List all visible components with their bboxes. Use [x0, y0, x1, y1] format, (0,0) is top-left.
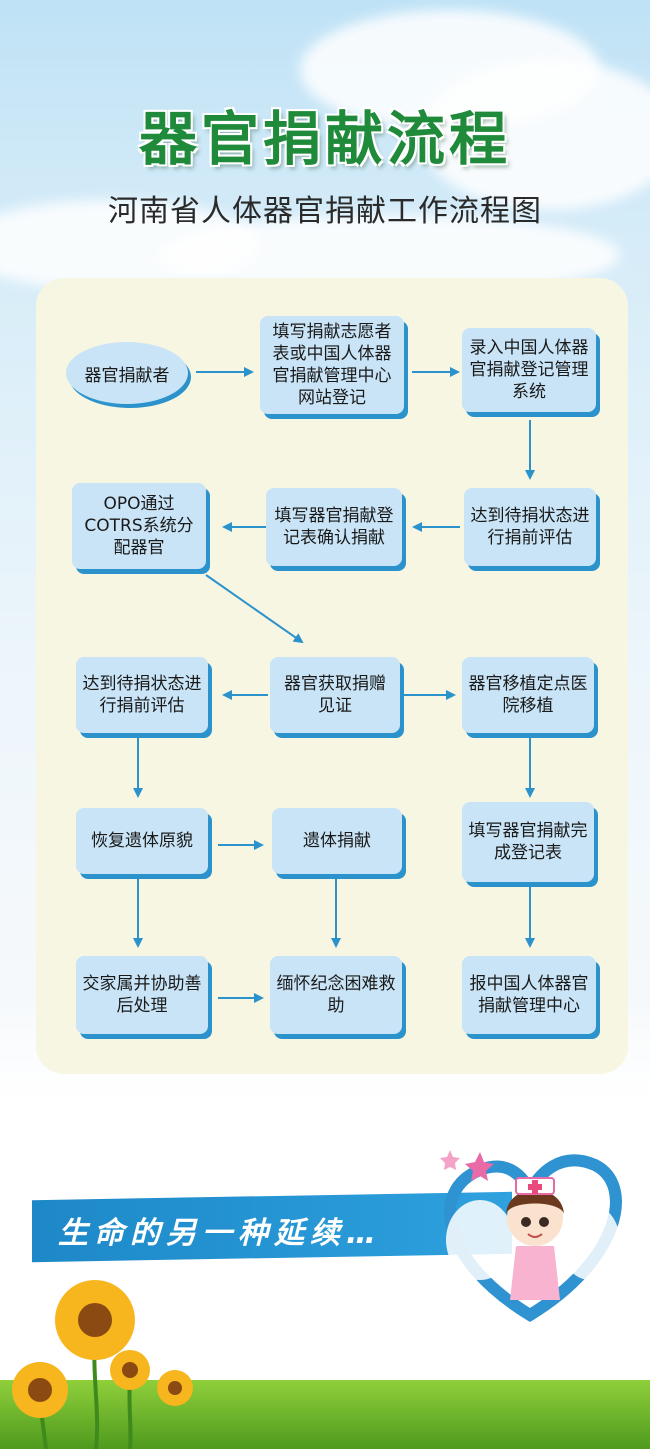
node-fill-confirm: 填写器官捐献登记表确认捐献	[266, 488, 402, 566]
node-register-form: 填写捐献志愿者表或中国人体器官捐献管理中心网站登记	[260, 316, 404, 414]
slogan-text: 生命的另一种延续…	[58, 1216, 382, 1251]
node-record-system: 录入中国人体器官捐献登记管理系统	[462, 328, 596, 412]
node-family-aftercare: 交家属并协助善后处理	[76, 956, 208, 1034]
grass-decoration	[0, 1380, 650, 1449]
page-subtitle: 河南省人体器官捐献工作流程图	[108, 194, 542, 229]
cloud-decoration	[420, 60, 650, 210]
node-opo-allocate: OPO通过COTRS系统分配器官	[72, 483, 206, 569]
node-report-center: 报中国人体器官捐献管理中心	[462, 956, 596, 1034]
node-memorial: 缅怀纪念困难救助	[270, 956, 402, 1034]
node-body-donation: 遗体捐献	[272, 808, 402, 874]
nurse-heart-illustration	[440, 1150, 622, 1323]
node-donor: 器官捐献者	[66, 342, 188, 404]
node-eval-left: 达到待捐状态进行捐前评估	[76, 657, 208, 733]
node-organ-procure: 器官获取捐赠见证	[270, 657, 400, 733]
node-restore-body: 恢复遗体原貌	[76, 808, 208, 874]
arrow-opo-to-procure	[205, 574, 304, 644]
page-title: 器官捐献流程	[138, 105, 511, 173]
node-transplant: 器官移植定点医院移植	[462, 657, 594, 733]
sunflower-decoration	[12, 1280, 193, 1449]
node-fill-complete: 填写器官捐献完成登记表	[462, 802, 594, 882]
node-eval-right: 达到待捐状态进行捐前评估	[464, 488, 596, 566]
